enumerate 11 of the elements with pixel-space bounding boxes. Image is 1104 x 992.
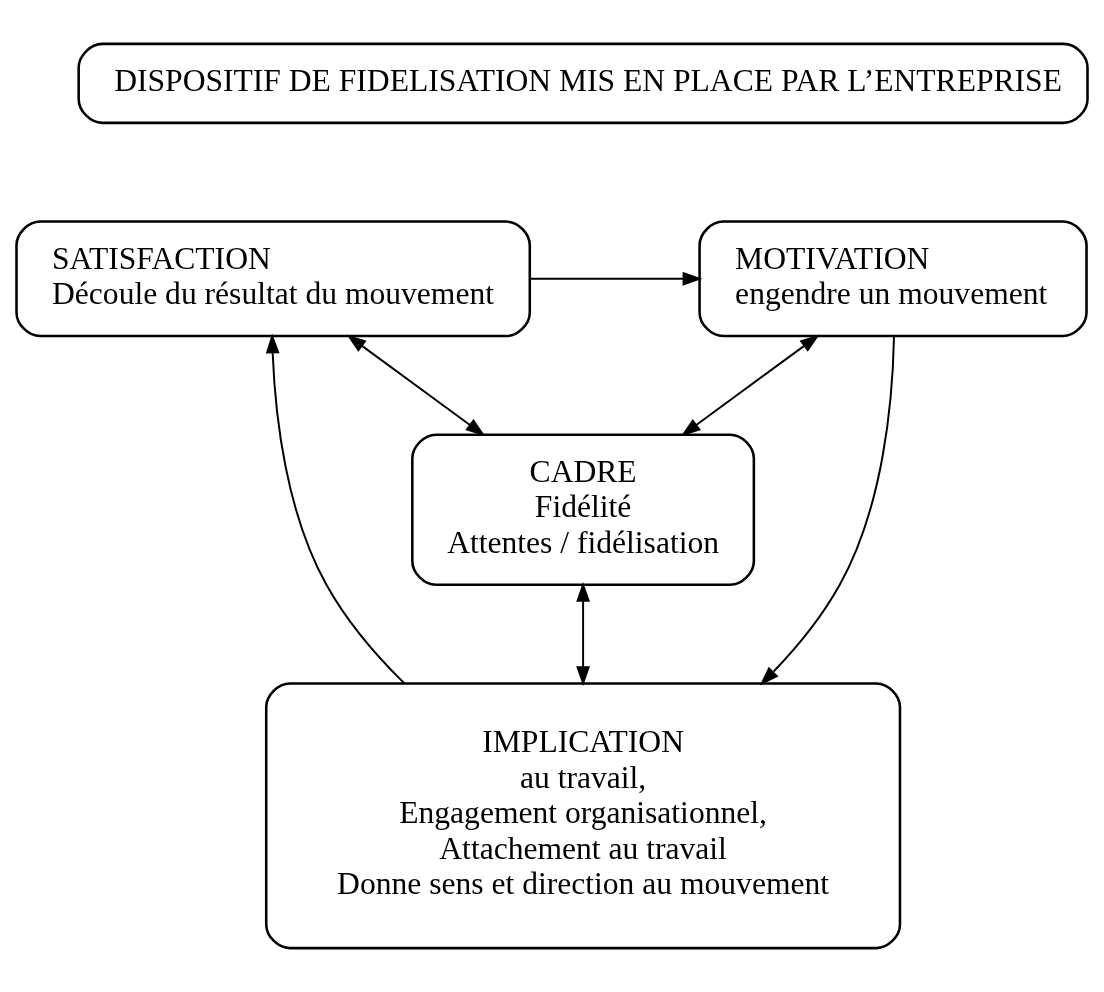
node-box: IMPLICATION au travail, Engagement organisationnel, Attachement au travail Donne sens et direction au mouvement (264, 682, 902, 950)
arrow (528, 271, 703, 286)
arrow (680, 334, 820, 437)
node-box: CADRE Fidélité Attentes / fidélisation (411, 433, 756, 587)
arrow (576, 581, 590, 686)
node-box: SATISFACTION Découle du résultat du mouvement (15, 220, 532, 338)
arrow (346, 334, 486, 437)
arrow (759, 335, 895, 686)
node-box: DISPOSITIF DE FIDELISATION MIS EN PLACE PAR L’ENTREPRISE (77, 42, 1089, 125)
node-box: MOTIVATION engendre un mouvement (698, 220, 1088, 338)
arrow (265, 333, 406, 685)
